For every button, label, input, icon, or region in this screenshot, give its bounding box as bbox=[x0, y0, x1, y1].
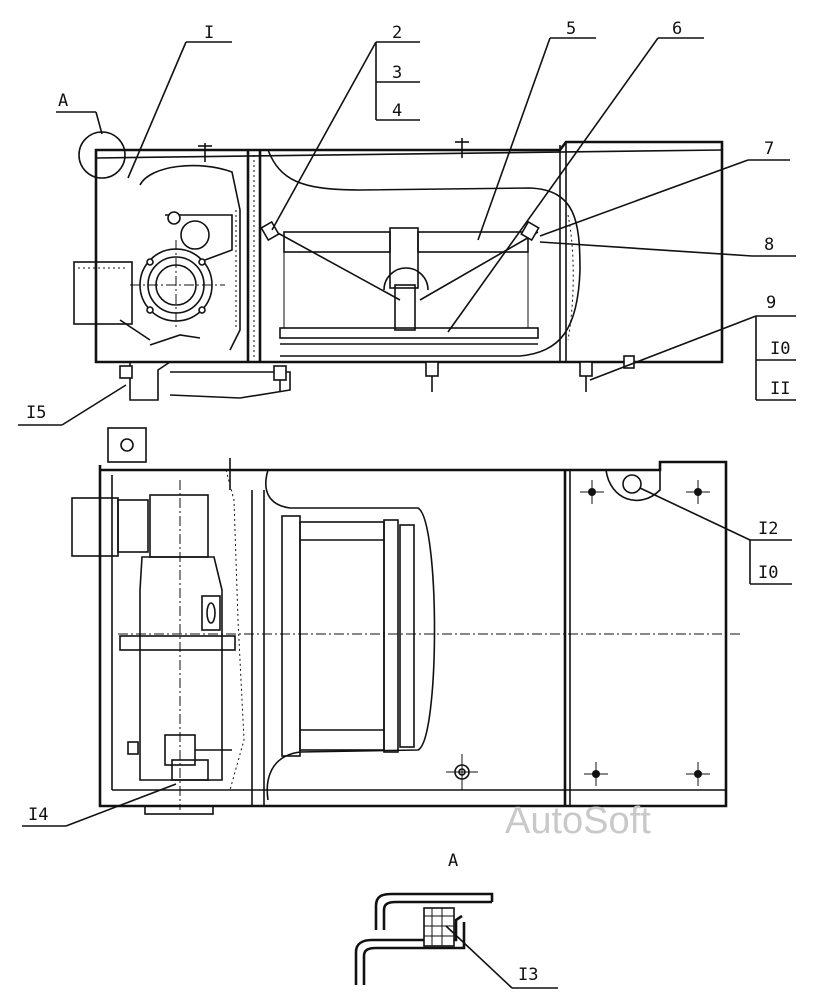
drain-fitting bbox=[273, 365, 287, 381]
mounting-lug-hole bbox=[120, 438, 134, 452]
base-rail bbox=[279, 327, 539, 339]
leader-a bbox=[95, 111, 103, 135]
callout-6: 6 bbox=[672, 19, 682, 39]
mounting-lug bbox=[107, 427, 147, 463]
drain-fitting bbox=[425, 361, 439, 377]
pulley-bolt bbox=[198, 258, 206, 266]
detail-a-lid-inner bbox=[382, 900, 492, 930]
leader-9 bbox=[589, 315, 757, 381]
motor-body bbox=[139, 556, 223, 781]
leader-15 bbox=[61, 384, 127, 426]
watermark: AutoSoft bbox=[505, 800, 651, 842]
callout-13: I3 bbox=[518, 965, 538, 985]
plan-foot bbox=[144, 805, 214, 815]
leader-1 bbox=[127, 41, 187, 179]
eye-bracket-hole bbox=[622, 474, 642, 494]
detail-a-lid bbox=[374, 892, 494, 930]
lower-bracket bbox=[129, 361, 171, 401]
drum-rim-right bbox=[383, 519, 399, 753]
detail-a-title: A bbox=[448, 851, 458, 871]
callout-12: I2 bbox=[758, 519, 778, 539]
cutaway-outline bbox=[267, 149, 581, 357]
motor-bay-outline bbox=[139, 164, 241, 351]
callout-7: 7 bbox=[764, 139, 774, 159]
motor-strap bbox=[119, 635, 236, 651]
detail-a-section bbox=[354, 892, 494, 985]
fixing-bolt-2 bbox=[260, 220, 280, 242]
motor-bay-hatch bbox=[225, 469, 245, 791]
fan-shaft bbox=[394, 284, 416, 331]
plan-intake-duct bbox=[71, 497, 119, 557]
pulley-bolt bbox=[146, 306, 154, 314]
drain-fitting bbox=[579, 361, 593, 377]
pulley-bolt bbox=[198, 306, 206, 314]
detail-a-marker bbox=[78, 131, 126, 179]
mounting-holes bbox=[446, 480, 710, 790]
motor-terminal-lens bbox=[206, 602, 216, 624]
detail-a-body-inner bbox=[362, 922, 466, 985]
intake-duct bbox=[73, 261, 133, 325]
callout-10-bottom: I0 bbox=[758, 563, 778, 583]
callout-4: 4 bbox=[392, 101, 402, 121]
callout-11: II bbox=[770, 379, 790, 399]
leader-6 bbox=[447, 37, 659, 333]
cutaway-hatch-right bbox=[567, 214, 574, 341]
strut-left bbox=[275, 231, 401, 301]
tensioner bbox=[180, 220, 210, 250]
motor-clip bbox=[127, 741, 139, 755]
casing-top-edge bbox=[95, 149, 723, 159]
motor-head bbox=[149, 494, 209, 558]
leader-8 bbox=[539, 241, 753, 257]
fan-hub bbox=[389, 227, 419, 289]
fan-coupling bbox=[383, 267, 429, 291]
seal-gasket bbox=[423, 907, 455, 947]
leader-14 bbox=[65, 783, 177, 827]
motor-foot-base bbox=[171, 759, 209, 781]
callout-14: I4 bbox=[28, 805, 48, 825]
strut-right bbox=[419, 231, 539, 301]
eye-bracket bbox=[605, 469, 661, 502]
callout-labels: I 2 3 4 5 6 7 8 9 I0 II A I5 I2 I0 I4 A … bbox=[26, 19, 790, 985]
side-view bbox=[73, 131, 724, 401]
fan-drum bbox=[265, 469, 436, 801]
leader-7 bbox=[539, 159, 749, 237]
drain-fittings bbox=[119, 355, 635, 392]
callout-8: 8 bbox=[764, 235, 774, 255]
leader-12 bbox=[639, 487, 751, 541]
lower-pipe bbox=[169, 371, 291, 399]
motor bbox=[71, 480, 236, 810]
callout-3: 3 bbox=[392, 63, 402, 83]
callout-2: 2 bbox=[392, 23, 402, 43]
callout-1: I bbox=[204, 23, 214, 43]
view-a-label: A bbox=[58, 91, 68, 111]
pulley-bolt bbox=[146, 258, 154, 266]
belt-guard bbox=[165, 214, 233, 261]
drum-body bbox=[299, 521, 385, 751]
drum-rim-outer bbox=[399, 524, 415, 748]
leader-5 bbox=[477, 37, 551, 241]
seal-gasket-hatch bbox=[424, 908, 454, 946]
linkage bbox=[149, 334, 201, 346]
leader-13 bbox=[445, 925, 513, 989]
drum-rim-left bbox=[281, 515, 301, 757]
fan-plate-left bbox=[283, 231, 391, 253]
fixing-bolt-7 bbox=[520, 220, 540, 242]
callout-10-top: I0 bbox=[770, 339, 790, 359]
motor-terminal bbox=[201, 595, 221, 631]
tensioner-bolt bbox=[167, 211, 181, 225]
intake-strap bbox=[119, 319, 151, 341]
mounting-lug-right bbox=[660, 461, 727, 470]
drain-fitting bbox=[119, 365, 133, 379]
motor-inlet bbox=[117, 499, 149, 553]
callout-15: I5 bbox=[26, 403, 46, 423]
plan-view bbox=[71, 427, 740, 815]
leader-2 bbox=[271, 41, 377, 231]
callout-5: 5 bbox=[566, 19, 576, 39]
drum-housing bbox=[265, 469, 436, 801]
callout-9: 9 bbox=[766, 293, 776, 313]
vent-fitting bbox=[623, 355, 635, 369]
leader-lines bbox=[18, 37, 796, 989]
